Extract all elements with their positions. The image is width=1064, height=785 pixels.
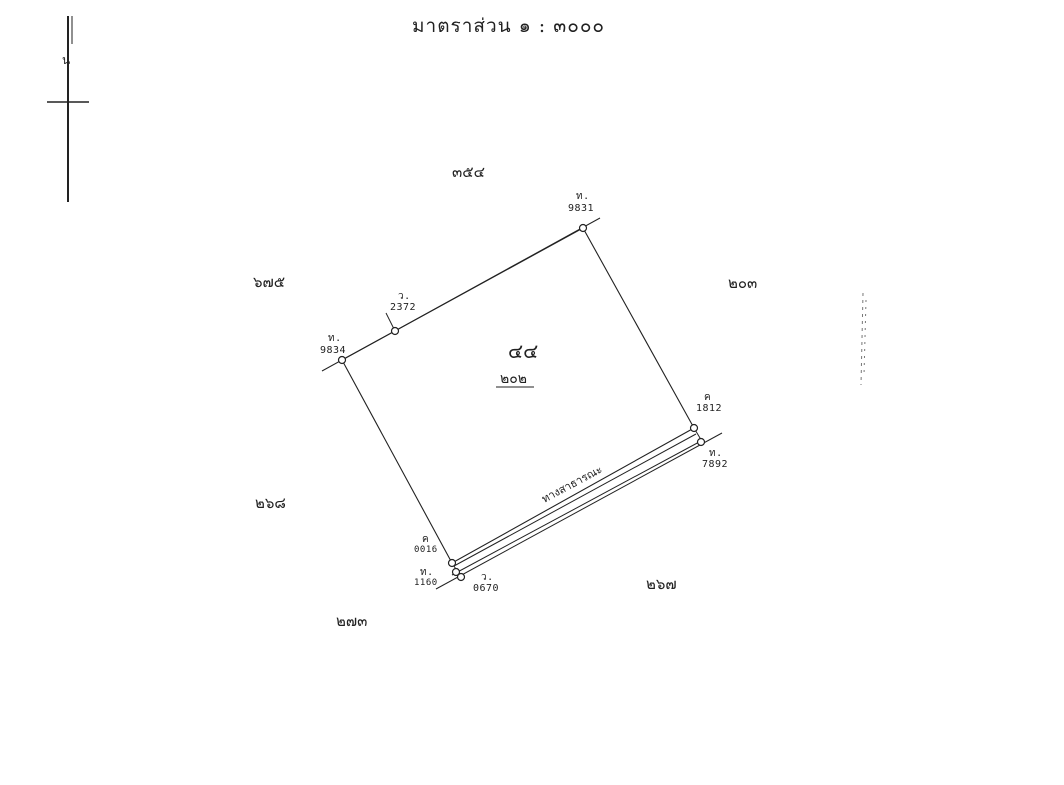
adjacent-parcel-south: ๒๖๗ <box>646 575 677 593</box>
north-label: น <box>62 53 71 67</box>
marker-0016 <box>447 558 457 568</box>
north-arrow-icon <box>47 16 89 202</box>
marker-label-7892-prefix: ท. <box>709 448 723 459</box>
road-strip <box>435 427 723 590</box>
marker-label-0016-code: 0016 <box>414 545 438 555</box>
parcel-sub-number: ๒๐๒ <box>500 371 528 387</box>
adjacent-parcel-southwest: ๒๖๘ <box>255 494 286 512</box>
marker-label-0016-prefix: ค <box>422 534 430 545</box>
marker-9831 <box>578 223 588 233</box>
marker-7892 <box>696 437 706 447</box>
marker-2372 <box>390 326 400 336</box>
parcel-boundary <box>341 227 695 564</box>
marker-label-0670-code: 0670 <box>473 583 500 594</box>
marker-label-7892-code: 7892 <box>702 459 729 470</box>
survey-markers <box>337 223 706 582</box>
marker-label-1160-prefix: ท. <box>420 567 434 578</box>
marker-0670 <box>456 572 466 582</box>
marker-label-1160-code: 1160 <box>414 578 438 588</box>
marker-label-2372-prefix: ว. <box>398 291 411 302</box>
adjacent-parcel-east: ๒๐๓ <box>728 274 758 292</box>
adjacent-parcel-west: ๖๗๕ <box>253 273 286 291</box>
marker-label-1812-code: 1812 <box>696 403 723 414</box>
scale-title: มาตราส่วน ๑ : ๓๐๐๐ <box>412 15 606 37</box>
marker-label-1812-prefix: ค <box>704 392 712 403</box>
adjacent-parcel-bottom-left: ๒๗๓ <box>336 612 368 630</box>
marker-label-9831-code: 9831 <box>568 203 595 214</box>
marker-label-2372-code: 2372 <box>390 302 417 313</box>
marker-9834 <box>337 355 347 365</box>
boundary-extension-top <box>321 217 601 372</box>
marker-label-9834-prefix: ท. <box>328 333 342 344</box>
marker-1160 <box>451 567 461 577</box>
marker-label-0670-prefix: ว. <box>481 572 494 583</box>
marker-1812 <box>689 423 699 433</box>
adjacent-parcel-north: ๓๕๔ <box>452 163 485 181</box>
marker-label-9831-prefix: ท. <box>576 191 590 202</box>
scan-artifact <box>860 292 867 386</box>
parcel-number: ๔๔ <box>508 339 539 363</box>
marker-label-9834-code: 9834 <box>320 345 347 356</box>
